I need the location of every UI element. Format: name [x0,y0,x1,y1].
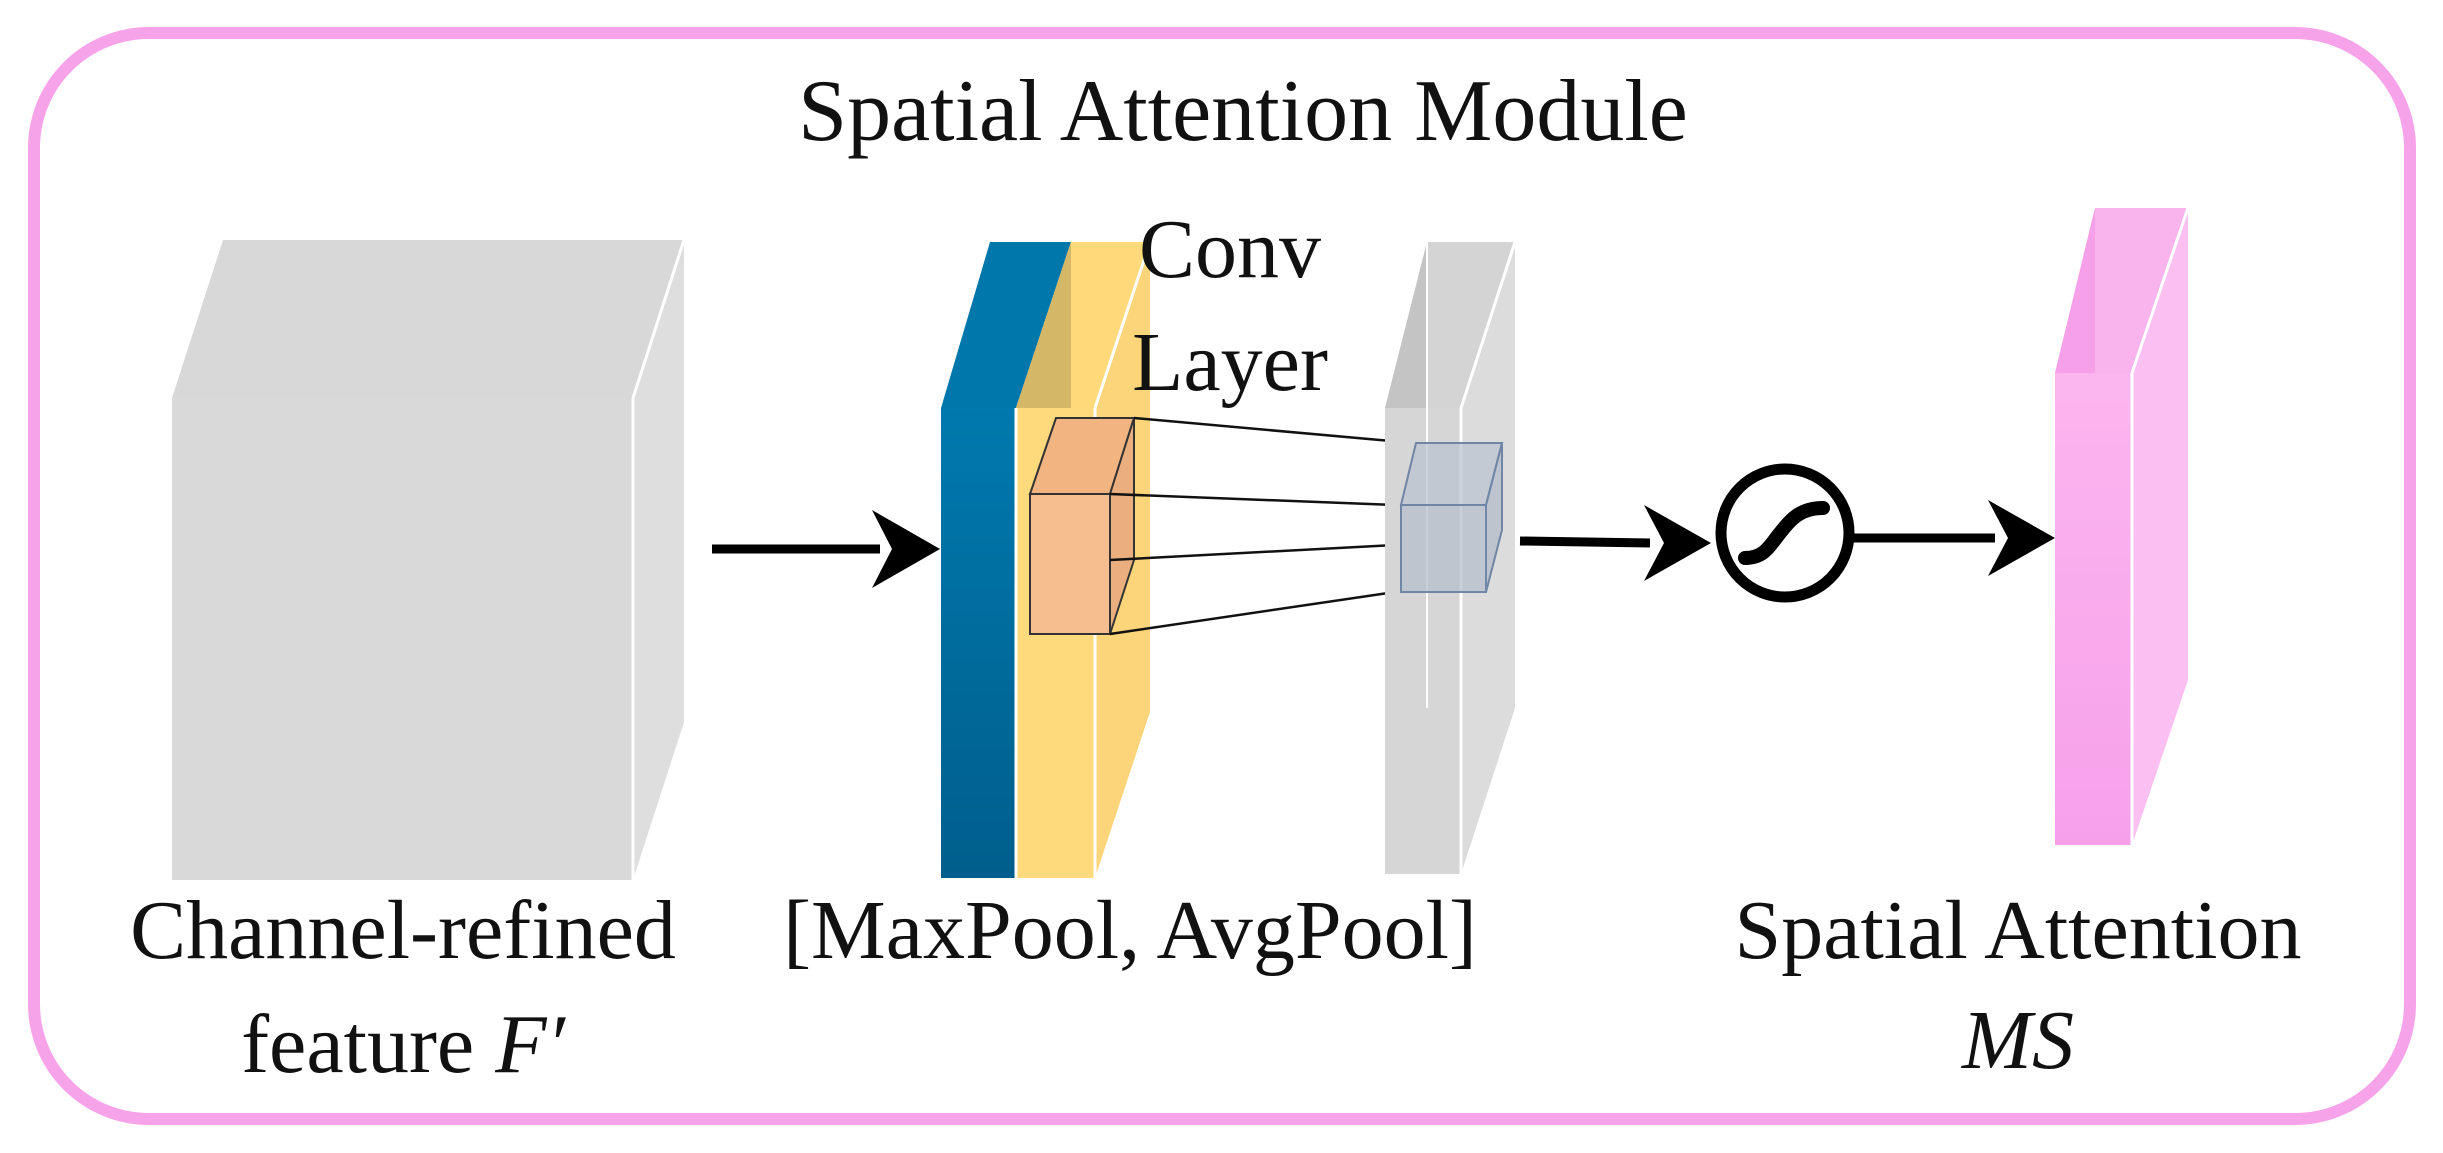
conv-projection-lines [1109,416,1414,636]
arrow-to-output [1850,500,2055,576]
output-label-line2: MS [1961,994,2074,1087]
arrow-to-pooling [712,510,940,588]
feature-symbol: F′ [494,998,566,1091]
conv-kernel [1028,417,1136,635]
sigmoid-icon [1715,463,1855,603]
conv-output-cell [1399,442,1504,593]
input-label-line1: Channel-refined [130,884,676,977]
arrow-to-sigmoid [1519,505,1711,581]
maxpool-slab [941,242,1071,878]
input-feature-cube [172,239,686,880]
module-title: Spatial Attention Module [798,63,1688,160]
output-label-line1: Spatial Attention [1735,884,2302,977]
input-label-line2: feature F′ [241,998,566,1091]
conv-label-line2: Layer [1132,316,1328,409]
spatial-attention-map [2055,207,2190,845]
conv-label-line1: Conv [1139,203,1321,296]
pooling-label: [MaxPool, AvgPool] [783,884,1477,977]
